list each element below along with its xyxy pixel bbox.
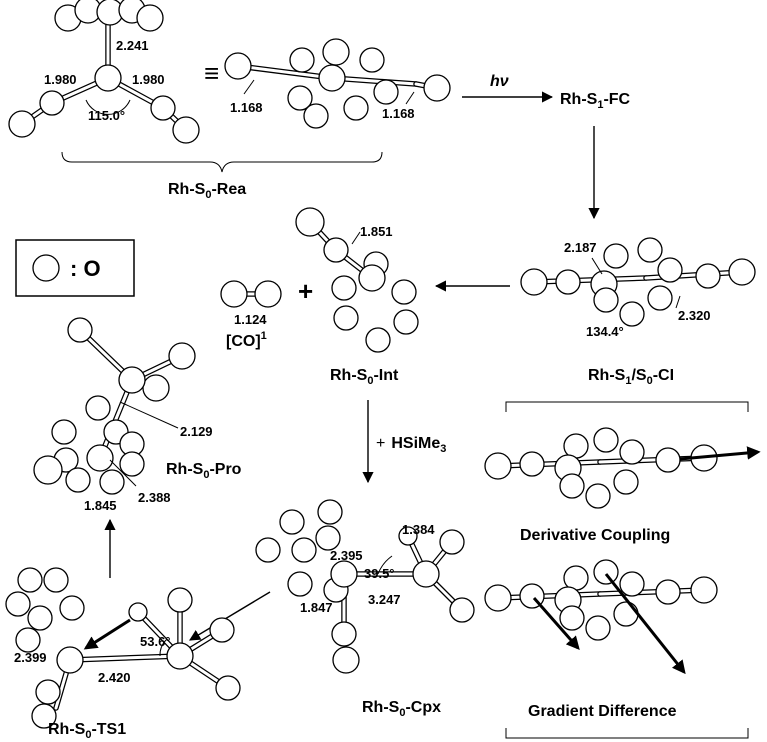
oxygen-atom: [484, 452, 512, 480]
oxygen-atom: [295, 207, 325, 237]
carbon-atom: [323, 237, 349, 263]
structure-pro: 2.129 2.388 1.845: [33, 317, 213, 513]
structure-ts1: 53.6° 2.399 2.420: [5, 567, 241, 729]
bond-length-label: 1.845: [84, 498, 117, 513]
rh-atom: [86, 444, 114, 472]
rh-atom: [358, 264, 386, 292]
equivalence-sign: ≡: [204, 58, 219, 88]
oxygen-atom: [8, 110, 36, 138]
oxygen-atom: [254, 280, 282, 308]
panel-bracket-top: [505, 401, 749, 412]
rh-atom: [94, 64, 122, 92]
bond-length-label: 1.847: [300, 600, 333, 615]
bond-length-label: 1.168: [230, 100, 263, 115]
bond-length-label: 2.388: [138, 490, 171, 505]
oxygen-atom-legend: [32, 254, 60, 282]
plus-sign: +: [298, 276, 313, 306]
derivative-coupling-label: Derivative Coupling: [520, 527, 670, 544]
carbon-atom: [150, 95, 176, 121]
co-name: [CO]1: [226, 330, 267, 350]
reagent-label: +HSiMe3: [376, 435, 446, 455]
structure-gradient-difference: [484, 559, 718, 675]
legend-label: : O: [70, 256, 101, 281]
oxygen-atom: [332, 646, 360, 674]
bond-length-label: 2.399: [14, 650, 47, 665]
oxygen-atom: [690, 576, 718, 604]
rea-name: Rh-S0-Rea: [168, 181, 246, 201]
carbon-atom: [39, 90, 65, 116]
rh-atom: [330, 560, 358, 588]
bond-length-label: 1.851: [360, 224, 393, 239]
bond-length-label: 2.241: [116, 38, 149, 53]
rh-atom: [56, 646, 84, 674]
gradient-difference-vector-2: [604, 573, 686, 675]
cpx-name: Rh-S0-Cpx: [362, 699, 441, 719]
hv-label: hν: [490, 73, 509, 90]
structure-rea-right: 1.168 1.168: [224, 38, 451, 129]
oxygen-atom: [520, 268, 548, 296]
structure-ci: 2.187 2.320 134.4°: [520, 237, 756, 339]
angle-label: 53.6°: [140, 634, 171, 649]
ts1-name: Rh-S0-TS1: [48, 721, 126, 741]
bond-length-label: 1.980: [44, 72, 77, 87]
bond-length-label: 1.168: [382, 106, 415, 121]
angle-arc: [85, 99, 131, 115]
oxygen-atom: [728, 258, 756, 286]
cpx-to-ts1-arrow: [189, 591, 271, 641]
si-atom: [166, 642, 194, 670]
bond-length-label: 3.247: [368, 592, 401, 607]
rea-brace: [61, 151, 383, 173]
carbon-atom: [35, 679, 61, 705]
si-atom: [118, 366, 146, 394]
pro-name: Rh-S0-Pro: [166, 461, 242, 481]
bond-length-label: 2.129: [180, 424, 213, 439]
angle-label: 134.4°: [586, 324, 624, 339]
ci-name: Rh-S1/S0-CI: [588, 367, 674, 387]
angle-arc: [377, 555, 393, 575]
bond-length-label: 2.395: [330, 548, 363, 563]
panel-bracket-bottom: [505, 728, 749, 739]
carbon-atom: [220, 280, 248, 308]
oxygen-atom: [172, 116, 200, 144]
bond-length-label: 1.124: [234, 312, 267, 327]
oxygen-atom: [33, 455, 63, 485]
bond-length-label: 1.384: [402, 522, 435, 537]
angle-label: 115.0°: [88, 108, 125, 123]
bond-length-label: 1.980: [132, 72, 165, 87]
rh-atom: [318, 64, 346, 92]
derivative-coupling-vector: [679, 446, 761, 461]
structure-cpx: 1.384 2.395 39.5° 1.847 3.247: [255, 499, 475, 674]
ts1-displacement-arrow: [83, 618, 131, 650]
oxygen-atom: [31, 703, 57, 729]
carbon-atom: [331, 621, 357, 647]
legend-box: : O: [15, 239, 135, 297]
angle-arc: [159, 639, 167, 657]
bond-length-label: 2.320: [678, 308, 711, 323]
oxygen-atom: [423, 74, 451, 102]
gradient-difference-label: Gradient Difference: [528, 703, 677, 720]
bond-length-label: 2.420: [98, 670, 131, 685]
structure-derivative-coupling: [484, 427, 761, 509]
angle-label: 39.5°: [364, 566, 395, 581]
fc-name: Rh-S1-FC: [560, 91, 631, 111]
structure-rea-left: 2.241 1.980 1.980 115.0°: [8, 0, 200, 144]
structure-int: 1.851: [295, 207, 419, 353]
gradient-difference-vector-1: [532, 597, 580, 651]
bond-length-label: 2.187: [564, 240, 597, 255]
rea-cp-ring: [54, 0, 164, 32]
structure-co: 1.124 [CO]1: [220, 280, 282, 350]
oxygen-atom: [484, 584, 512, 612]
oxygen-atom: [224, 52, 252, 80]
si-atom: [412, 560, 440, 588]
int-name: Rh-S0-Int: [330, 367, 399, 387]
